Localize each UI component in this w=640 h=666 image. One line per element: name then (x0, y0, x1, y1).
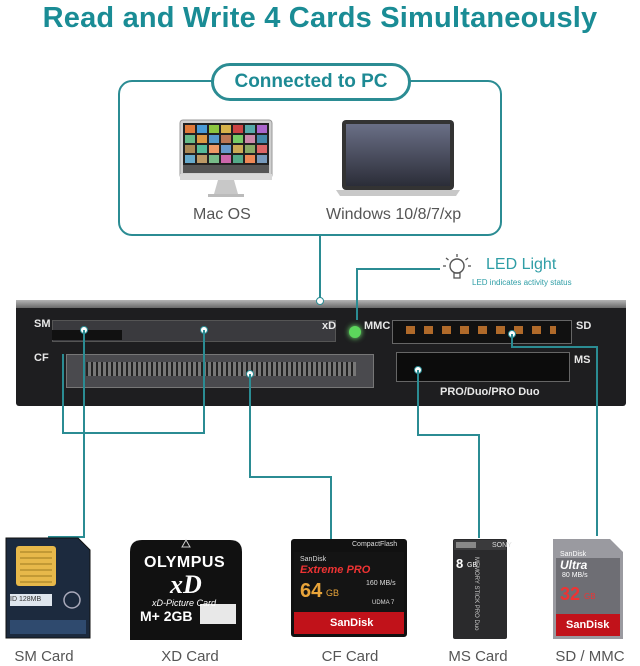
xd-card-brand: OLYMPUS (144, 554, 226, 571)
laptop-icon (334, 118, 462, 200)
sd-card-line1: SanDisk (560, 551, 587, 558)
sd-slot-contacts (406, 326, 556, 334)
xd-slot-label: xD (322, 320, 337, 332)
sm-card-label: SM Card (14, 648, 74, 665)
sd-card-speed: 80 MB/s (562, 572, 588, 579)
sd-card-label: SD / MMC (555, 648, 625, 665)
windows-label: Windows 10/8/7/xp (326, 206, 462, 223)
ms-card-text: MEMORY STICK PRO Duo (473, 557, 479, 631)
pc-connector-dot (316, 297, 324, 305)
sd-connector-h (511, 346, 597, 348)
sm-slot-inner (52, 330, 122, 340)
xd-connector-v2 (62, 354, 64, 434)
cf-card-udma: UDMA 7 (372, 600, 395, 606)
cf-card-line2: Extreme PRO (300, 564, 371, 576)
ms-slot (396, 352, 570, 382)
cf-card-top: CompactFlash (352, 541, 398, 548)
cf-slot-label: CF (34, 352, 49, 364)
lightbulb-icon (442, 252, 472, 284)
ms-card-unit: GB (467, 562, 478, 569)
xd-card-size: M+ 2GB (140, 608, 193, 624)
ms-connector-v2 (478, 434, 480, 538)
page-title: Read and Write 4 Cards Simultaneously (42, 2, 598, 34)
cf-card-brand: SanDisk (330, 617, 374, 629)
ms-connector-h (417, 434, 479, 436)
led-indicator (349, 326, 361, 338)
pc-connector-line (319, 236, 321, 300)
sm-card-image (4, 536, 92, 640)
mmc-slot-label: MMC (364, 320, 391, 332)
sm-connector-h (48, 536, 85, 538)
xd-card-logo: xD (170, 570, 202, 599)
sd-card-brand: SanDisk (566, 619, 610, 631)
xd-card-sub: xD-Picture Card (152, 598, 217, 608)
imac-icon (178, 118, 274, 200)
ms-connector-v (417, 370, 419, 436)
cf-connector-v (249, 374, 251, 478)
mac-os-label: Mac OS (193, 206, 251, 223)
sd-card-image (552, 538, 624, 640)
ms-card-image (452, 538, 508, 640)
cf-slot-pins (86, 362, 356, 376)
led-connector-h (356, 268, 440, 270)
cf-card-speed: 160 MB/s (366, 580, 396, 587)
xd-connector-h (62, 432, 205, 434)
ms-card-brand: SONY (492, 542, 512, 549)
xd-card-label: XD Card (161, 648, 219, 665)
ms-card-size: 8 (456, 556, 464, 571)
sd-slot-label: SD (576, 320, 592, 332)
ms-slot-sublabel: PRO/Duo/PRO Duo (440, 386, 540, 398)
xd-card-image (128, 538, 244, 642)
cf-card-unit: GB (326, 588, 340, 598)
xd-connector-v1 (203, 330, 205, 434)
cf-connector-v2 (330, 476, 332, 540)
ms-card-label: MS Card (448, 648, 508, 665)
led-description: LED indicates activity status (472, 278, 572, 287)
connected-to-pc-badge: Connected to PC (211, 63, 411, 101)
sm-slot-label: SM (34, 318, 51, 330)
led-light-label: LED Light (486, 256, 557, 273)
sm-card-text: ID 128MB (10, 596, 42, 603)
sd-card-unit: GB (584, 592, 596, 601)
led-connector-v (356, 268, 358, 320)
cf-connector-h (249, 476, 331, 478)
sd-connector-v2 (596, 346, 598, 536)
sd-card-line2: Ultra (560, 558, 588, 572)
sd-connector-v (511, 334, 513, 348)
ms-slot-label: MS (574, 354, 591, 366)
cf-card-size: 64 (300, 580, 323, 602)
sd-card-size: 32 (560, 584, 581, 604)
cf-card-image (290, 538, 408, 638)
cf-card-label: CF Card (321, 648, 379, 665)
cf-card-line1: SanDisk (300, 556, 327, 563)
